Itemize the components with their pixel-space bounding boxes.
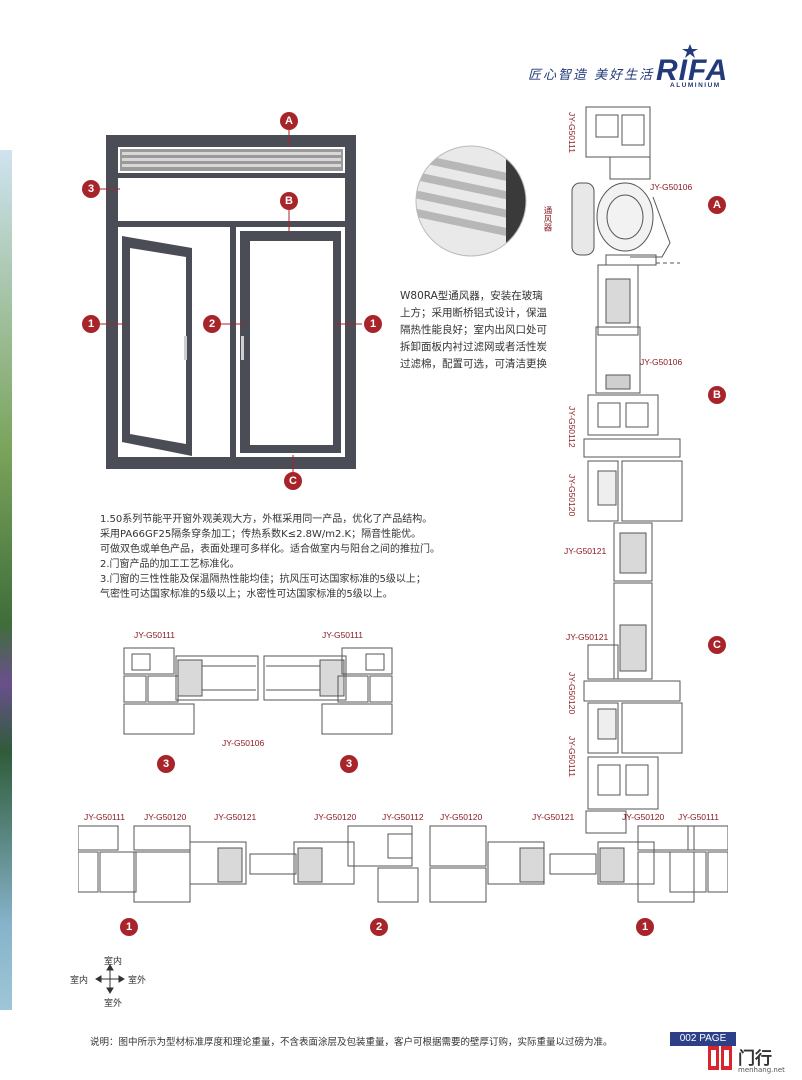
ventilator-photo [415, 145, 527, 257]
left-photo-strip [0, 150, 12, 1010]
profile-label-g50111-top: JY-G50111 [567, 112, 577, 153]
profile-label-g50120-b2: JY-G50120 [314, 812, 357, 822]
product-notes: 1.50系列节能平开窗外观美观大方，外框采用同一产品，优化了产品结构。 采用PA… [100, 512, 460, 602]
profile-label-g50121-c: JY-G50121 [566, 632, 609, 642]
footer-note: 说明：图中所示为型材标准厚度和理论重量，不含表面涂层及包装重量，客户可根据需要的… [90, 1037, 613, 1048]
menhang-name: 门行 [738, 1049, 772, 1069]
profile-label-g50120-mid: JY-G50120 [567, 474, 577, 517]
logo-text: RIFA [656, 54, 729, 87]
profile-label-g50111-h3-left: JY-G50111 [134, 630, 175, 640]
ventilator-tag: 通风器 [543, 206, 553, 232]
badge-1-window-left: 1 [82, 315, 100, 333]
profile-label-g50111-b1: JY-G50111 [84, 812, 125, 822]
note-line: 2.门窗产品的加工工艺标准化。 [100, 559, 240, 570]
horizontal-section-3 [123, 647, 393, 735]
note-line: 3.门窗的三性性能及保温隔热性能均佳；抗风压可达国家标准的5级以上； [100, 574, 426, 585]
profile-label-g50112: JY-G50112 [567, 406, 577, 448]
note-line: 气密性可达国家标准的5级以上；水密性可达国家标准的5级以上。 [100, 589, 393, 600]
badge-3-left: 3 [157, 755, 175, 773]
profile-label-g50111-bottom: JY-G50111 [567, 736, 577, 777]
page-number: 002 PAGE [670, 1032, 736, 1046]
badge-2-bottom: 2 [370, 918, 388, 936]
badge-b-window: B [280, 192, 298, 210]
compass-arrows-icon [95, 964, 125, 994]
badge-3-right: 3 [340, 755, 358, 773]
badge-c-section: C [708, 636, 726, 654]
star-icon [682, 44, 698, 58]
profile-label-g50106-h3: JY-G50106 [222, 738, 265, 748]
menhang-url: menhang.net [738, 1066, 785, 1074]
profile-label-g50106-top: JY-G50106 [650, 182, 693, 192]
compass-bottom-label: 室外 [104, 999, 123, 1009]
badge-c-window: C [284, 472, 302, 490]
badge-3-window: 3 [82, 180, 100, 198]
profile-label-g50121-b1: JY-G50121 [214, 812, 257, 822]
profile-label-g50106-mid: JY-G50106 [640, 357, 683, 367]
badge-a-window: A [280, 112, 298, 130]
badge-1-bottom-left: 1 [120, 918, 138, 936]
profile-label-g50111-h3-right: JY-G50111 [322, 630, 363, 640]
profile-label-g50120-b4: JY-G50120 [622, 812, 665, 822]
menhang-logo-icon [708, 1046, 732, 1070]
badge-1-window-right: 1 [364, 315, 382, 333]
compass-left-label: 室内 [70, 976, 89, 986]
profile-label-g50112-b2: JY-G50112 [382, 812, 424, 822]
horizontal-section-1-2 [78, 825, 728, 903]
badge-2-window: 2 [203, 315, 221, 333]
rifa-logo: RIFA ALUMINIUM [656, 44, 736, 90]
logo-subtext: ALUMINIUM [670, 82, 721, 89]
profile-label-g50121-b3: JY-G50121 [532, 812, 575, 822]
badge-b-section: B [708, 386, 726, 404]
compass-top-label: 室内 [104, 957, 123, 967]
profile-label-g50120-b1: JY-G50120 [144, 812, 187, 822]
vertical-section-drawing [571, 106, 683, 834]
profile-label-g50111-b4: JY-G50111 [678, 812, 719, 822]
note-line: 1.50系列节能平开窗外观美观大方，外框采用同一产品，优化了产品结构。 [100, 514, 433, 525]
profile-label-g50120-c: JY-G50120 [567, 672, 577, 715]
profile-label-g50121-mid: JY-G50121 [564, 546, 607, 556]
badge-1-bottom-right: 1 [636, 918, 654, 936]
ventilator-description: W80RA型通风器，安装在玻璃上方；采用断桥铝式设计，保温隔热性能良好；室内出风… [400, 290, 547, 370]
note-line: 采用PA66GF25隔条穿条加工；传热系数K≤2.8W/m2.K；隔音性能优。 [100, 529, 422, 540]
badge-a-section: A [708, 196, 726, 214]
profile-label-g50120-b3: JY-G50120 [440, 812, 483, 822]
note-line: 可做双色或单色产品，表面处理可多样化。适合做室内与阳台之间的推拉门。 [100, 544, 440, 555]
window-elevation [106, 135, 356, 469]
compass-right-label: 室外 [128, 976, 147, 986]
slogan: 匠心智造 美好生活 [528, 68, 655, 83]
